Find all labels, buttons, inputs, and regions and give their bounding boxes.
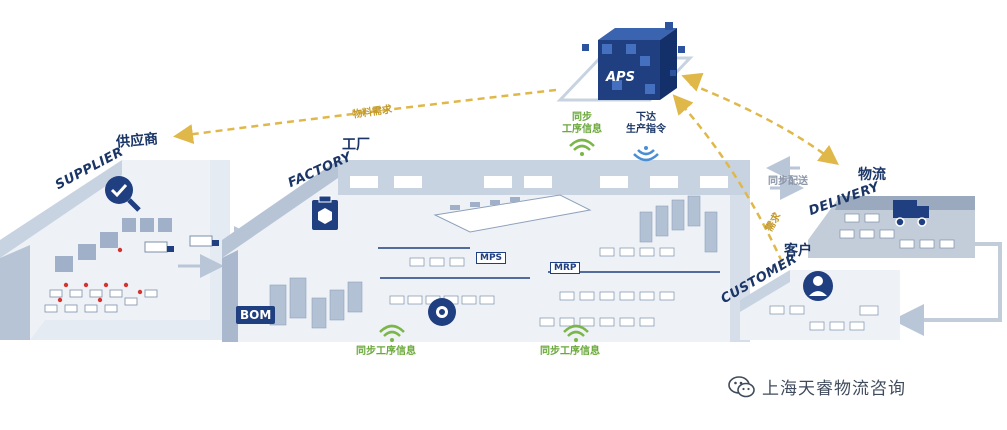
issue-production-command: 下达 生产指令 xyxy=(618,112,674,136)
delivery-truck-icon xyxy=(893,200,929,227)
wifi-signal-icon xyxy=(563,324,589,342)
supplier-zone xyxy=(0,160,230,340)
wifi-signal-icon xyxy=(569,138,595,156)
supplier-title-cn: 供应商 xyxy=(115,131,159,151)
sync-process-top-line2: 工序信息 xyxy=(562,124,602,135)
customer-demand-arrow xyxy=(672,94,784,263)
mps-label: MPS xyxy=(476,252,507,264)
sync-process-top-line1: 同步 xyxy=(572,112,592,123)
watermark-text: 上海天睿物流咨询 xyxy=(762,379,906,399)
factory-title-cn: 工厂 xyxy=(342,137,370,153)
material-demand-arrow xyxy=(173,88,557,145)
aps-to-delivery-arrow xyxy=(689,82,839,166)
customer-title-cn: 客户 xyxy=(784,243,812,259)
wifi-signal-icon xyxy=(379,324,405,342)
factory-clipboard-icon xyxy=(312,195,338,230)
delivery-title-cn: 物流 xyxy=(858,167,886,183)
sync-process-info-bottom-left: 同步工序信息 xyxy=(356,346,416,357)
supplier-search-check-icon xyxy=(105,176,141,212)
sync-process-info-bottom-right: 同步工序信息 xyxy=(540,346,600,357)
watermark: 上海天睿物流咨询 xyxy=(728,374,906,399)
mrp-label: MRP xyxy=(550,262,581,274)
factory-zone xyxy=(222,160,750,342)
bom-label: BOM xyxy=(236,306,276,324)
customer-person-icon xyxy=(803,271,833,301)
truck-icon xyxy=(189,235,219,247)
delivery-to-customer-arrow xyxy=(892,242,1002,336)
customer-zone xyxy=(740,270,900,340)
delivery-zone xyxy=(808,196,975,258)
sync-delivery-label: 同步配送 xyxy=(768,176,808,187)
broadcast-signal-icon xyxy=(633,146,659,162)
aps-logo-text: APS xyxy=(606,70,635,85)
aps-core-cube xyxy=(556,22,694,102)
delivery-to-aps-arrowhead xyxy=(681,72,704,92)
factory-robot-icon xyxy=(428,298,456,326)
issue-cmd-line2: 生产指令 xyxy=(626,124,666,135)
sync-process-info-top: 同步 工序信息 xyxy=(556,112,608,136)
truck-icon xyxy=(144,241,174,253)
issue-cmd-line1: 下达 xyxy=(636,112,656,123)
wechat-icon xyxy=(728,375,755,397)
